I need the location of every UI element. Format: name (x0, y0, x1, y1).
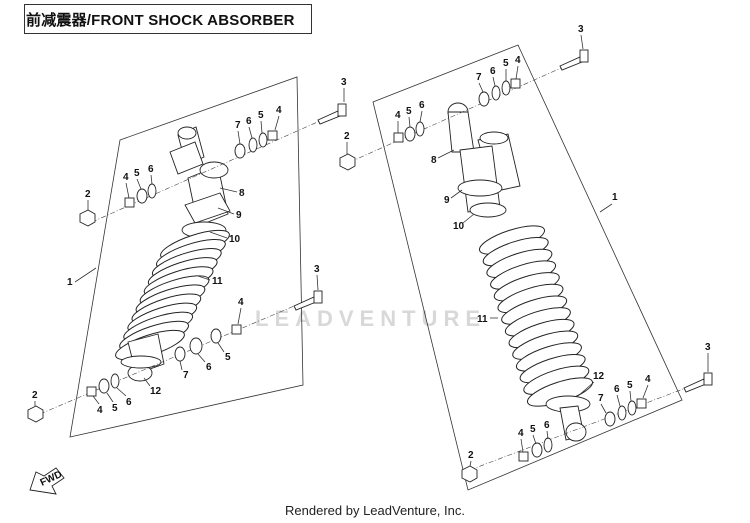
callout-4: 4 (515, 55, 521, 66)
callout-5: 5 (258, 110, 264, 121)
callout-6: 6 (246, 116, 252, 127)
fwd-arrow-icon: FWD (29, 467, 65, 495)
callout-4: 4 (123, 172, 129, 183)
callout-6: 6 (126, 397, 132, 408)
callout-6: 6 (148, 164, 154, 175)
callout-7: 7 (183, 370, 189, 381)
right-top-hardware (339, 49, 589, 171)
callout-8: 8 (431, 155, 437, 166)
callout-6: 6 (206, 362, 212, 373)
callout-4: 4 (645, 374, 651, 385)
right-shock (447, 102, 593, 442)
callout-5: 5 (530, 424, 536, 435)
callout-12: 12 (150, 386, 162, 397)
callout-2: 2 (85, 189, 91, 200)
callout-1: 1 (67, 277, 73, 288)
callout-3: 3 (341, 77, 347, 88)
callout-5: 5 (112, 403, 118, 414)
callout-10: 10 (229, 234, 241, 245)
callout-3: 3 (705, 342, 711, 353)
left-top-hardware (79, 103, 347, 227)
callout-6: 6 (419, 100, 425, 111)
callout-11: 11 (477, 314, 488, 325)
callout-12: 12 (593, 371, 605, 382)
callout-2: 2 (344, 131, 350, 142)
callouts-left: 3 4 5 6 7 2 4 5 6 8 9 10 11 1 3 4 5 6 (32, 77, 347, 416)
callout-6: 6 (614, 384, 620, 395)
footer-credit: Rendered by LeadVenture, Inc. (285, 503, 465, 518)
callout-3: 3 (314, 264, 320, 275)
callout-5: 5 (225, 352, 231, 363)
callout-4: 4 (238, 297, 244, 308)
title-box (24, 4, 312, 34)
callout-11: 11 (212, 276, 223, 287)
callout-2: 2 (468, 450, 474, 461)
callout-6: 6 (544, 420, 550, 431)
callout-4: 4 (97, 405, 103, 416)
callout-5: 5 (134, 168, 140, 179)
callout-7: 7 (235, 120, 241, 131)
callout-8: 8 (239, 188, 245, 199)
callout-5: 5 (627, 380, 633, 391)
callout-9: 9 (444, 195, 450, 206)
callout-10: 10 (453, 221, 465, 232)
callout-3: 3 (578, 24, 584, 35)
right-assembly-boundary (372, 44, 683, 491)
callout-4: 4 (395, 110, 401, 121)
callout-7: 7 (598, 393, 604, 404)
left-bottom-hardware (27, 290, 323, 423)
callout-5: 5 (406, 106, 412, 117)
callout-9: 9 (236, 210, 242, 221)
left-assembly-boundary (69, 76, 304, 438)
left-shock (115, 126, 231, 382)
callouts-right: 3 7 6 5 4 4 5 6 2 8 9 10 1 11 12 3 7 6 (344, 24, 711, 467)
callout-6: 6 (490, 66, 496, 77)
callout-1: 1 (612, 192, 618, 203)
callout-5: 5 (503, 58, 509, 69)
callout-4: 4 (276, 105, 282, 116)
callout-7: 7 (476, 72, 482, 83)
callout-4: 4 (518, 428, 524, 439)
right-spring (479, 225, 593, 407)
right-bottom-hardware (461, 372, 713, 483)
callout-2: 2 (32, 390, 38, 401)
diagram-title: 前减震器/FRONT SHOCK ABSORBER (26, 12, 295, 29)
watermark: LEADVENTURE (255, 306, 487, 331)
